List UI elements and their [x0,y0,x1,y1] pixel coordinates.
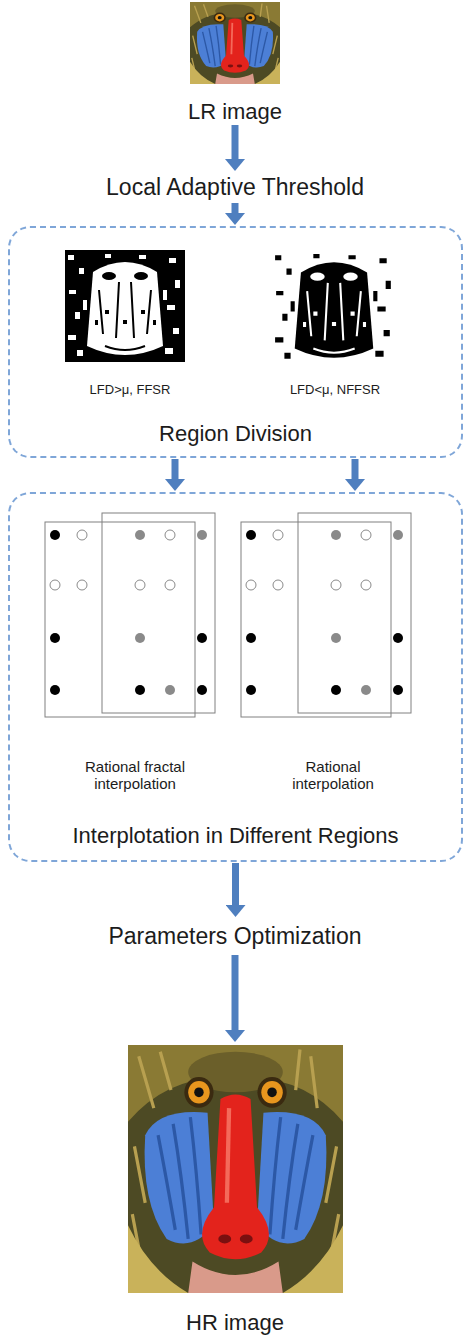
rational-grid [241,513,411,717]
node-label: Local Adaptive Threshold [106,174,364,200]
flow-arrow [172,459,179,479]
lr-photo [190,2,280,84]
interpolation-scheme: Rational fractal interpolation [40,514,230,792]
node-label: Rational interpolation [278,758,388,793]
node-label: Rational fractal interpolation [60,758,210,793]
fractal-grid [45,513,215,717]
flow-arrow [352,459,359,479]
step-label: Local Adaptive Threshold [60,172,410,202]
flow-arrow [232,863,239,905]
flow-arrow [232,203,239,213]
region-map: LFD<μ, NFFSR [260,248,410,398]
interpolation-scheme: Rational interpolation [238,514,428,792]
flow-arrow [232,955,239,1030]
image-node: LR image [150,0,320,124]
step-label: Parameters Optimization [60,918,410,954]
stage-group: Interplotation in Different Regions Ratio… [8,492,463,862]
image-node: HR image [120,1043,350,1335]
node-label: Parameters Optimization [108,923,361,949]
node-label: Interplotation in Different Regions [72,823,398,848]
region-map: LFD>μ, FFSR [55,248,205,398]
stage-group: Region Division LFD>μ, FFSR LFD<μ, NFFSR [8,226,463,458]
flow-arrow [232,125,239,159]
node-label: LFD>μ, FFSR [90,383,171,398]
hr-photo [128,1045,343,1293]
node-label: LR image [188,99,282,124]
node-label: HR image [186,1310,284,1335]
nffsr-map [272,250,396,365]
node-label: Region Division [159,421,312,446]
node-label: LFD<μ, NFFSR [290,383,380,398]
ffsr-map [65,250,185,362]
